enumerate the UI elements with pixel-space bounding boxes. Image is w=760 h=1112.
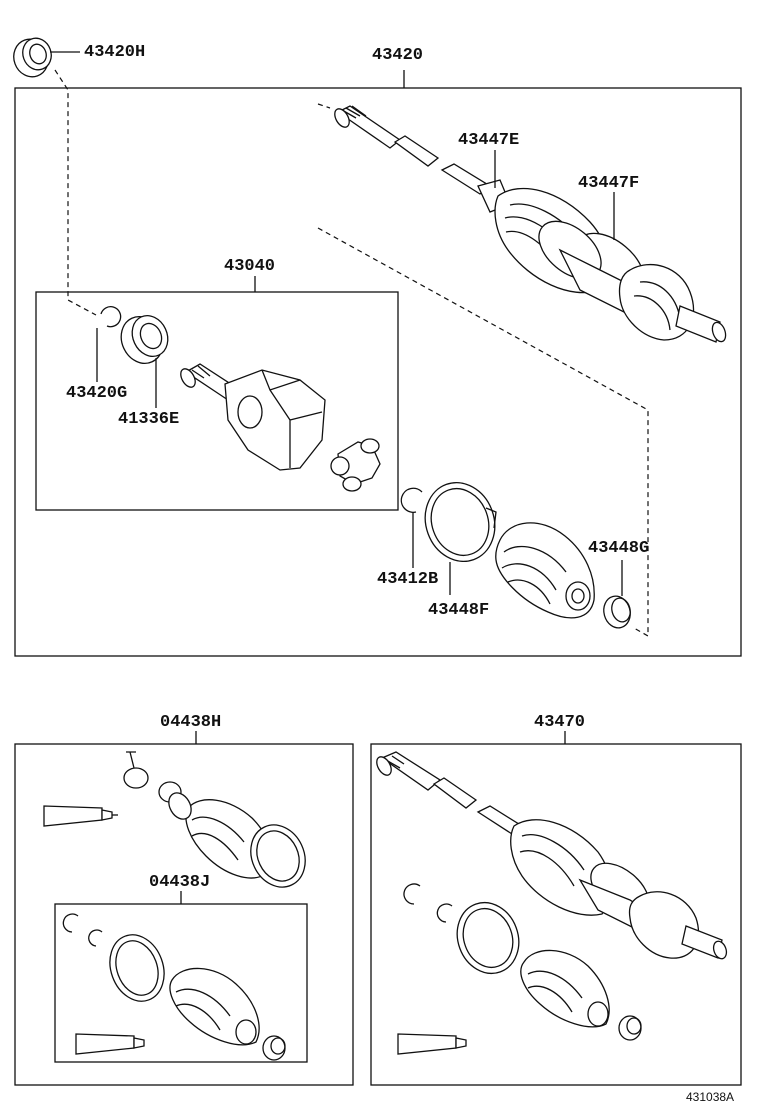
- label-43447e: 43447E: [458, 131, 520, 150]
- part-43420g-snap-ring: [100, 306, 122, 328]
- frame-43040: [35, 291, 399, 511]
- part-04438h-clamp-large: [250, 824, 306, 888]
- label-43412b: 43412B: [377, 570, 439, 589]
- part-shaft-upper: [334, 105, 727, 343]
- label-04438j: 04438J: [149, 873, 211, 892]
- label-43040: 43040: [224, 257, 276, 276]
- part-04438j-snap-rings: [62, 913, 103, 947]
- part-43420h-seal: [13, 37, 52, 78]
- part-43470-clamp-small: [618, 1015, 642, 1041]
- part-43448g-clamp: [603, 595, 631, 629]
- part-43470-shaft: [376, 751, 728, 960]
- label-43447f: 43447F: [578, 174, 640, 193]
- part-41336e-seal: [120, 315, 169, 364]
- part-43040-tripod: [330, 438, 381, 492]
- part-43412b-snap-ring: [400, 487, 423, 513]
- label-43420g: 43420G: [66, 384, 128, 403]
- label-43448g: 43448G: [588, 539, 650, 558]
- part-43470-boot: [520, 949, 610, 1028]
- part-04438j-clamp-small: [262, 1035, 286, 1061]
- part-43470-grease-tube: [397, 1033, 467, 1055]
- label-41336e: 41336E: [118, 410, 180, 429]
- frame-04438h: [14, 743, 354, 1086]
- part-43448f-clamp: [424, 482, 497, 562]
- part-04438j-grease-tube: [75, 1033, 145, 1055]
- label-43420: 43420: [372, 46, 424, 65]
- label-43420h: 43420H: [84, 43, 146, 62]
- illustration-code: 431038A: [686, 1090, 735, 1104]
- part-04438h-clamp-small: [123, 751, 182, 803]
- label-43470: 43470: [534, 713, 586, 732]
- part-04438j-boot: [169, 967, 260, 1046]
- label-04438h: 04438H: [160, 713, 222, 732]
- part-04438h-grease-tube: [43, 805, 118, 827]
- part-boot-inner: [495, 522, 595, 619]
- frame-43470: [370, 743, 742, 1086]
- part-43470-snap-rings: [403, 883, 453, 923]
- label-43448f: 43448F: [428, 601, 490, 620]
- dash-43420h: [54, 69, 97, 316]
- part-43470-clamp: [456, 901, 520, 975]
- frame-43420: [14, 87, 742, 657]
- dash-shaft: [317, 103, 649, 638]
- part-43040-outer-joint: [180, 363, 326, 471]
- part-04438j-clamp: [109, 934, 165, 1002]
